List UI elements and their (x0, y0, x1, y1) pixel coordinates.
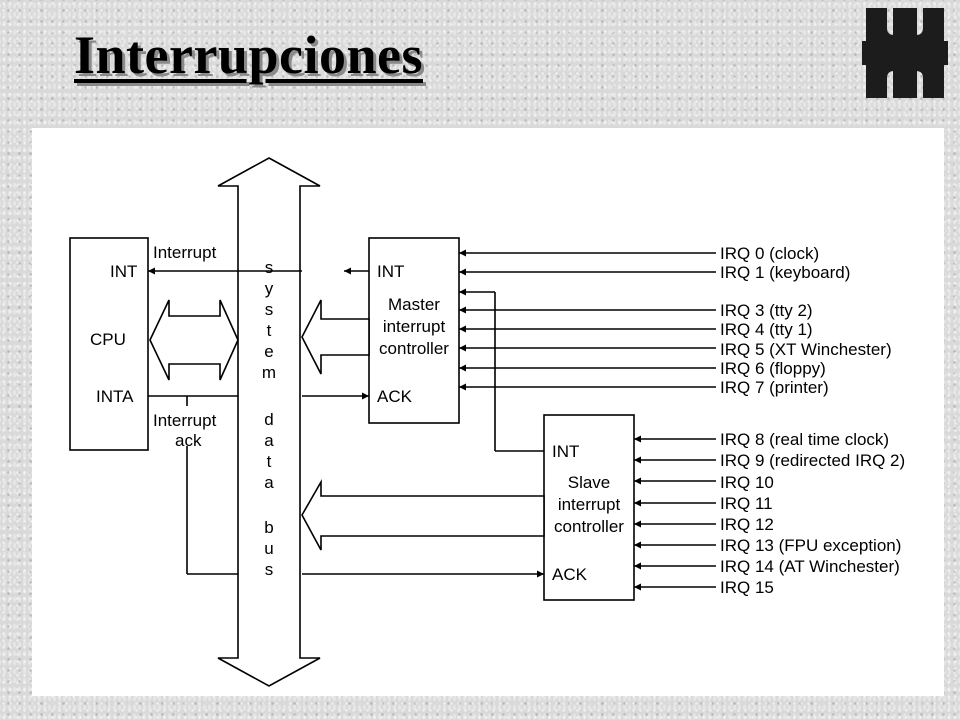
master-bus-data-arrow (301, 299, 370, 375)
slide-title: Interrupciones (74, 25, 423, 85)
bus-letter: d (264, 410, 273, 429)
slave-name-line2: interrupt (558, 495, 621, 514)
slave-bus-data-arrow (301, 479, 545, 551)
bus-letter: u (264, 539, 273, 558)
slave-irq-label: IRQ 8 (real time clock) (720, 430, 889, 449)
cpu-box (69, 237, 149, 451)
cpu-int-label: INT (110, 262, 137, 281)
interrupt-ack-label-line1: Interrupt (153, 411, 217, 430)
bus-letter: t (267, 452, 272, 471)
slave-irq-label: IRQ 12 (720, 515, 774, 534)
bus-letter: t (267, 321, 272, 340)
interrupt-signal-label: Interrupt (153, 243, 217, 262)
master-name-line1: Master (388, 295, 440, 314)
slave-irq-label: IRQ 15 (720, 578, 774, 597)
slave-name-line1: Slave (568, 473, 611, 492)
slave-ack-label: ACK (552, 565, 588, 584)
master-irq-label: IRQ 3 (tty 2) (720, 301, 813, 320)
interrupt-diagram: INT CPU INTA Interrupt Interrupt ack s y… (69, 157, 905, 687)
master-irq-label: IRQ 6 (floppy) (720, 359, 826, 378)
slave-irq-label: IRQ 9 (redirected IRQ 2) (720, 451, 905, 470)
bus-letter: a (264, 473, 274, 492)
cpu-bus-data-arrow (149, 299, 239, 381)
slave-int-label: INT (552, 442, 579, 461)
master-int-label: INT (377, 262, 404, 281)
master-irq-label: IRQ 4 (tty 1) (720, 320, 813, 339)
cpu-inta-label: INTA (96, 387, 134, 406)
master-irq-label: IRQ 5 (XT Winchester) (720, 340, 892, 359)
slave-irq-label: IRQ 10 (720, 473, 774, 492)
utn-logo-icon (862, 8, 948, 98)
diagram-panel: INT CPU INTA Interrupt Interrupt ack s y… (32, 128, 944, 696)
bus-letter: a (264, 431, 274, 450)
master-name-line3: controller (379, 339, 449, 358)
interrupt-ack-label-line2: ack (175, 431, 202, 450)
slave-irq-label: IRQ 11 (720, 494, 773, 513)
master-irq-label: IRQ 1 (keyboard) (720, 263, 850, 282)
bus-letter: s (265, 560, 274, 579)
bus-letter: y (265, 279, 274, 298)
master-name-line2: interrupt (383, 317, 446, 336)
bus-letter: b (264, 518, 273, 537)
slave-irq-label: IRQ 13 (FPU exception) (720, 536, 901, 555)
cpu-name-label: CPU (90, 330, 126, 349)
master-irq-label: IRQ 0 (clock) (720, 244, 819, 263)
bus-letter: e (264, 342, 273, 361)
bus-letter: m (262, 363, 276, 382)
bus-letter: s (265, 300, 274, 319)
slave-name-line3: controller (554, 517, 624, 536)
master-irq-label: IRQ 7 (printer) (720, 378, 829, 397)
master-ack-label: ACK (377, 387, 413, 406)
slave-irq-label: IRQ 14 (AT Winchester) (720, 557, 900, 576)
system-data-bus (217, 157, 321, 687)
bus-letter: s (265, 258, 274, 277)
